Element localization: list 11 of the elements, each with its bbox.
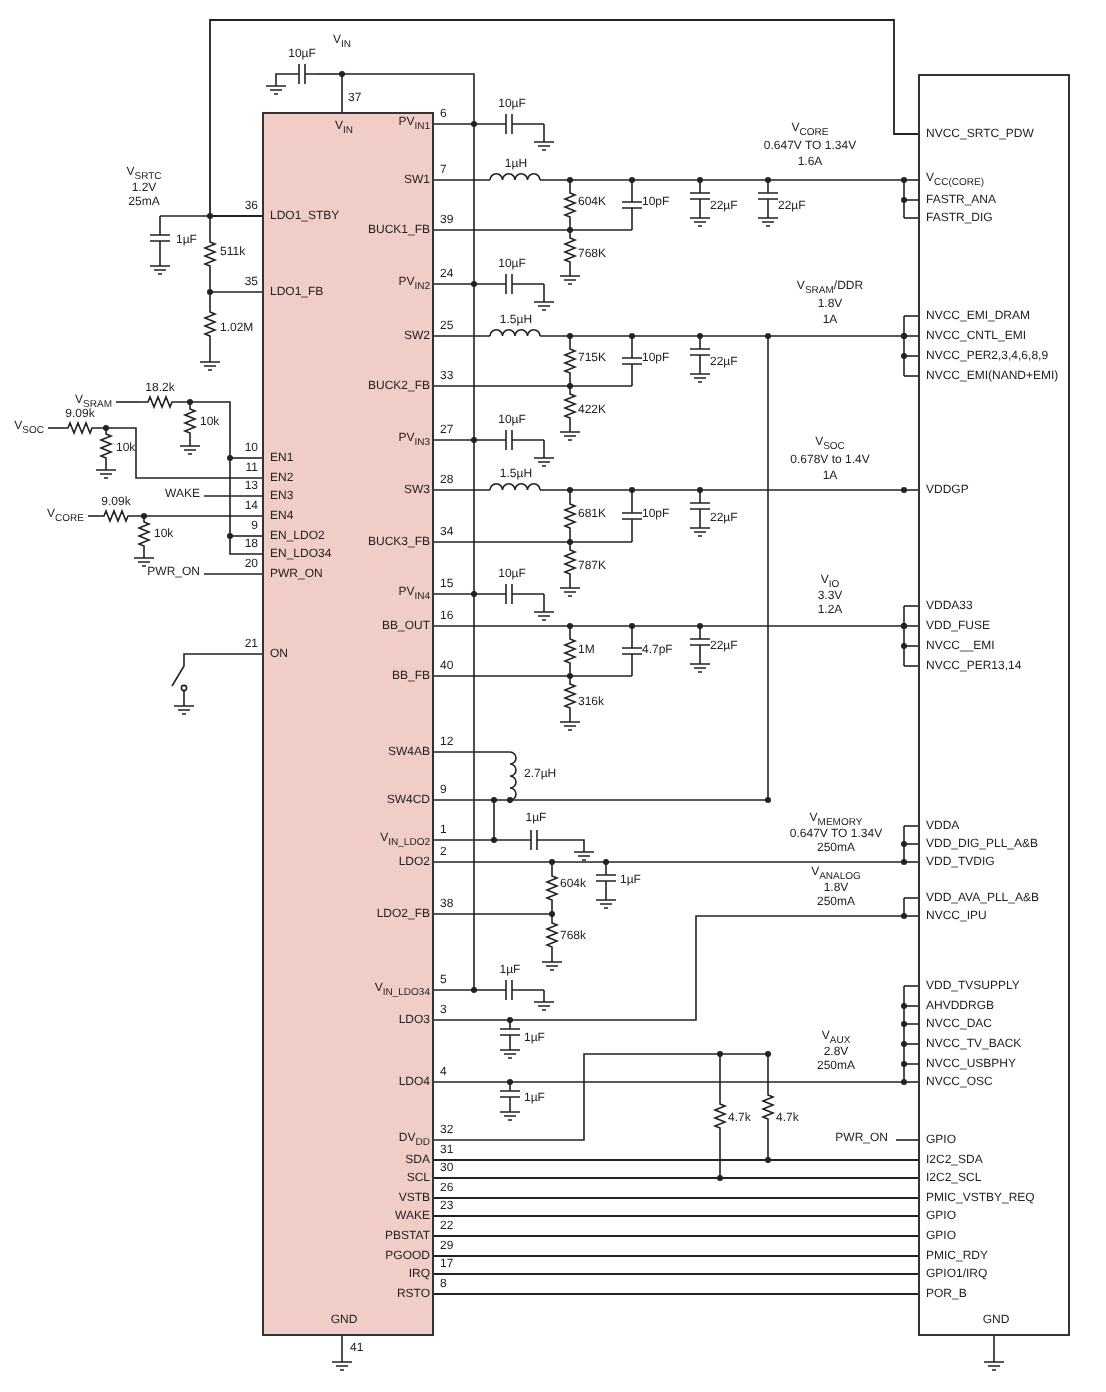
signal-wire (433, 1235, 919, 1237)
signal-wire (209, 19, 919, 217)
signal-wire (433, 1197, 919, 1199)
signal-wire (433, 1177, 919, 1179)
signal-wire (433, 1159, 919, 1161)
ic-chip-box (262, 112, 434, 1336)
signal-wire (433, 1215, 919, 1217)
ic-chip-box (918, 74, 1070, 1336)
signal-wire (433, 1293, 919, 1295)
signal-wire (433, 1255, 919, 1257)
signal-wire (433, 1273, 919, 1275)
